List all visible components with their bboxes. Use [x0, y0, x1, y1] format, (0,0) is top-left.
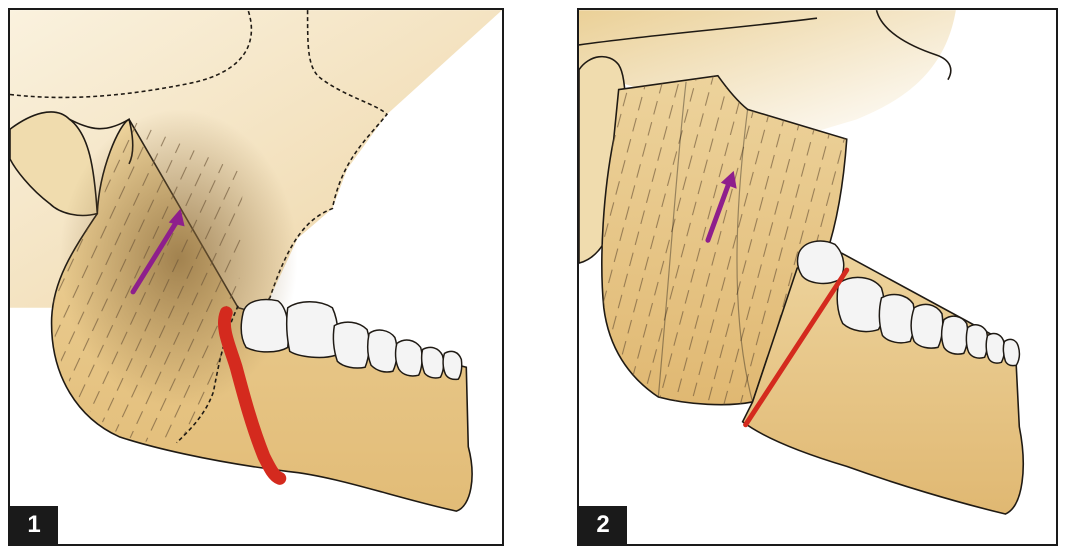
tooth	[333, 322, 369, 368]
tooth	[1003, 339, 1019, 365]
tooth	[966, 325, 987, 358]
tooth	[241, 300, 288, 352]
panel-1: 1	[8, 8, 504, 546]
tooth	[986, 333, 1004, 363]
tooth	[443, 351, 462, 379]
tooth	[422, 347, 444, 378]
panel-2-illustration	[579, 10, 1056, 544]
panel-2: 2	[577, 8, 1058, 546]
tooth	[797, 241, 843, 283]
tooth	[368, 330, 397, 372]
tooth	[396, 340, 423, 376]
tooth	[911, 304, 943, 348]
tooth	[942, 316, 968, 354]
tooth	[287, 302, 338, 358]
tooth	[879, 294, 914, 342]
tooth	[837, 277, 884, 331]
panel-number-2: 2	[579, 506, 627, 544]
panel-number-1: 1	[10, 506, 58, 544]
panel-1-illustration	[10, 10, 502, 544]
